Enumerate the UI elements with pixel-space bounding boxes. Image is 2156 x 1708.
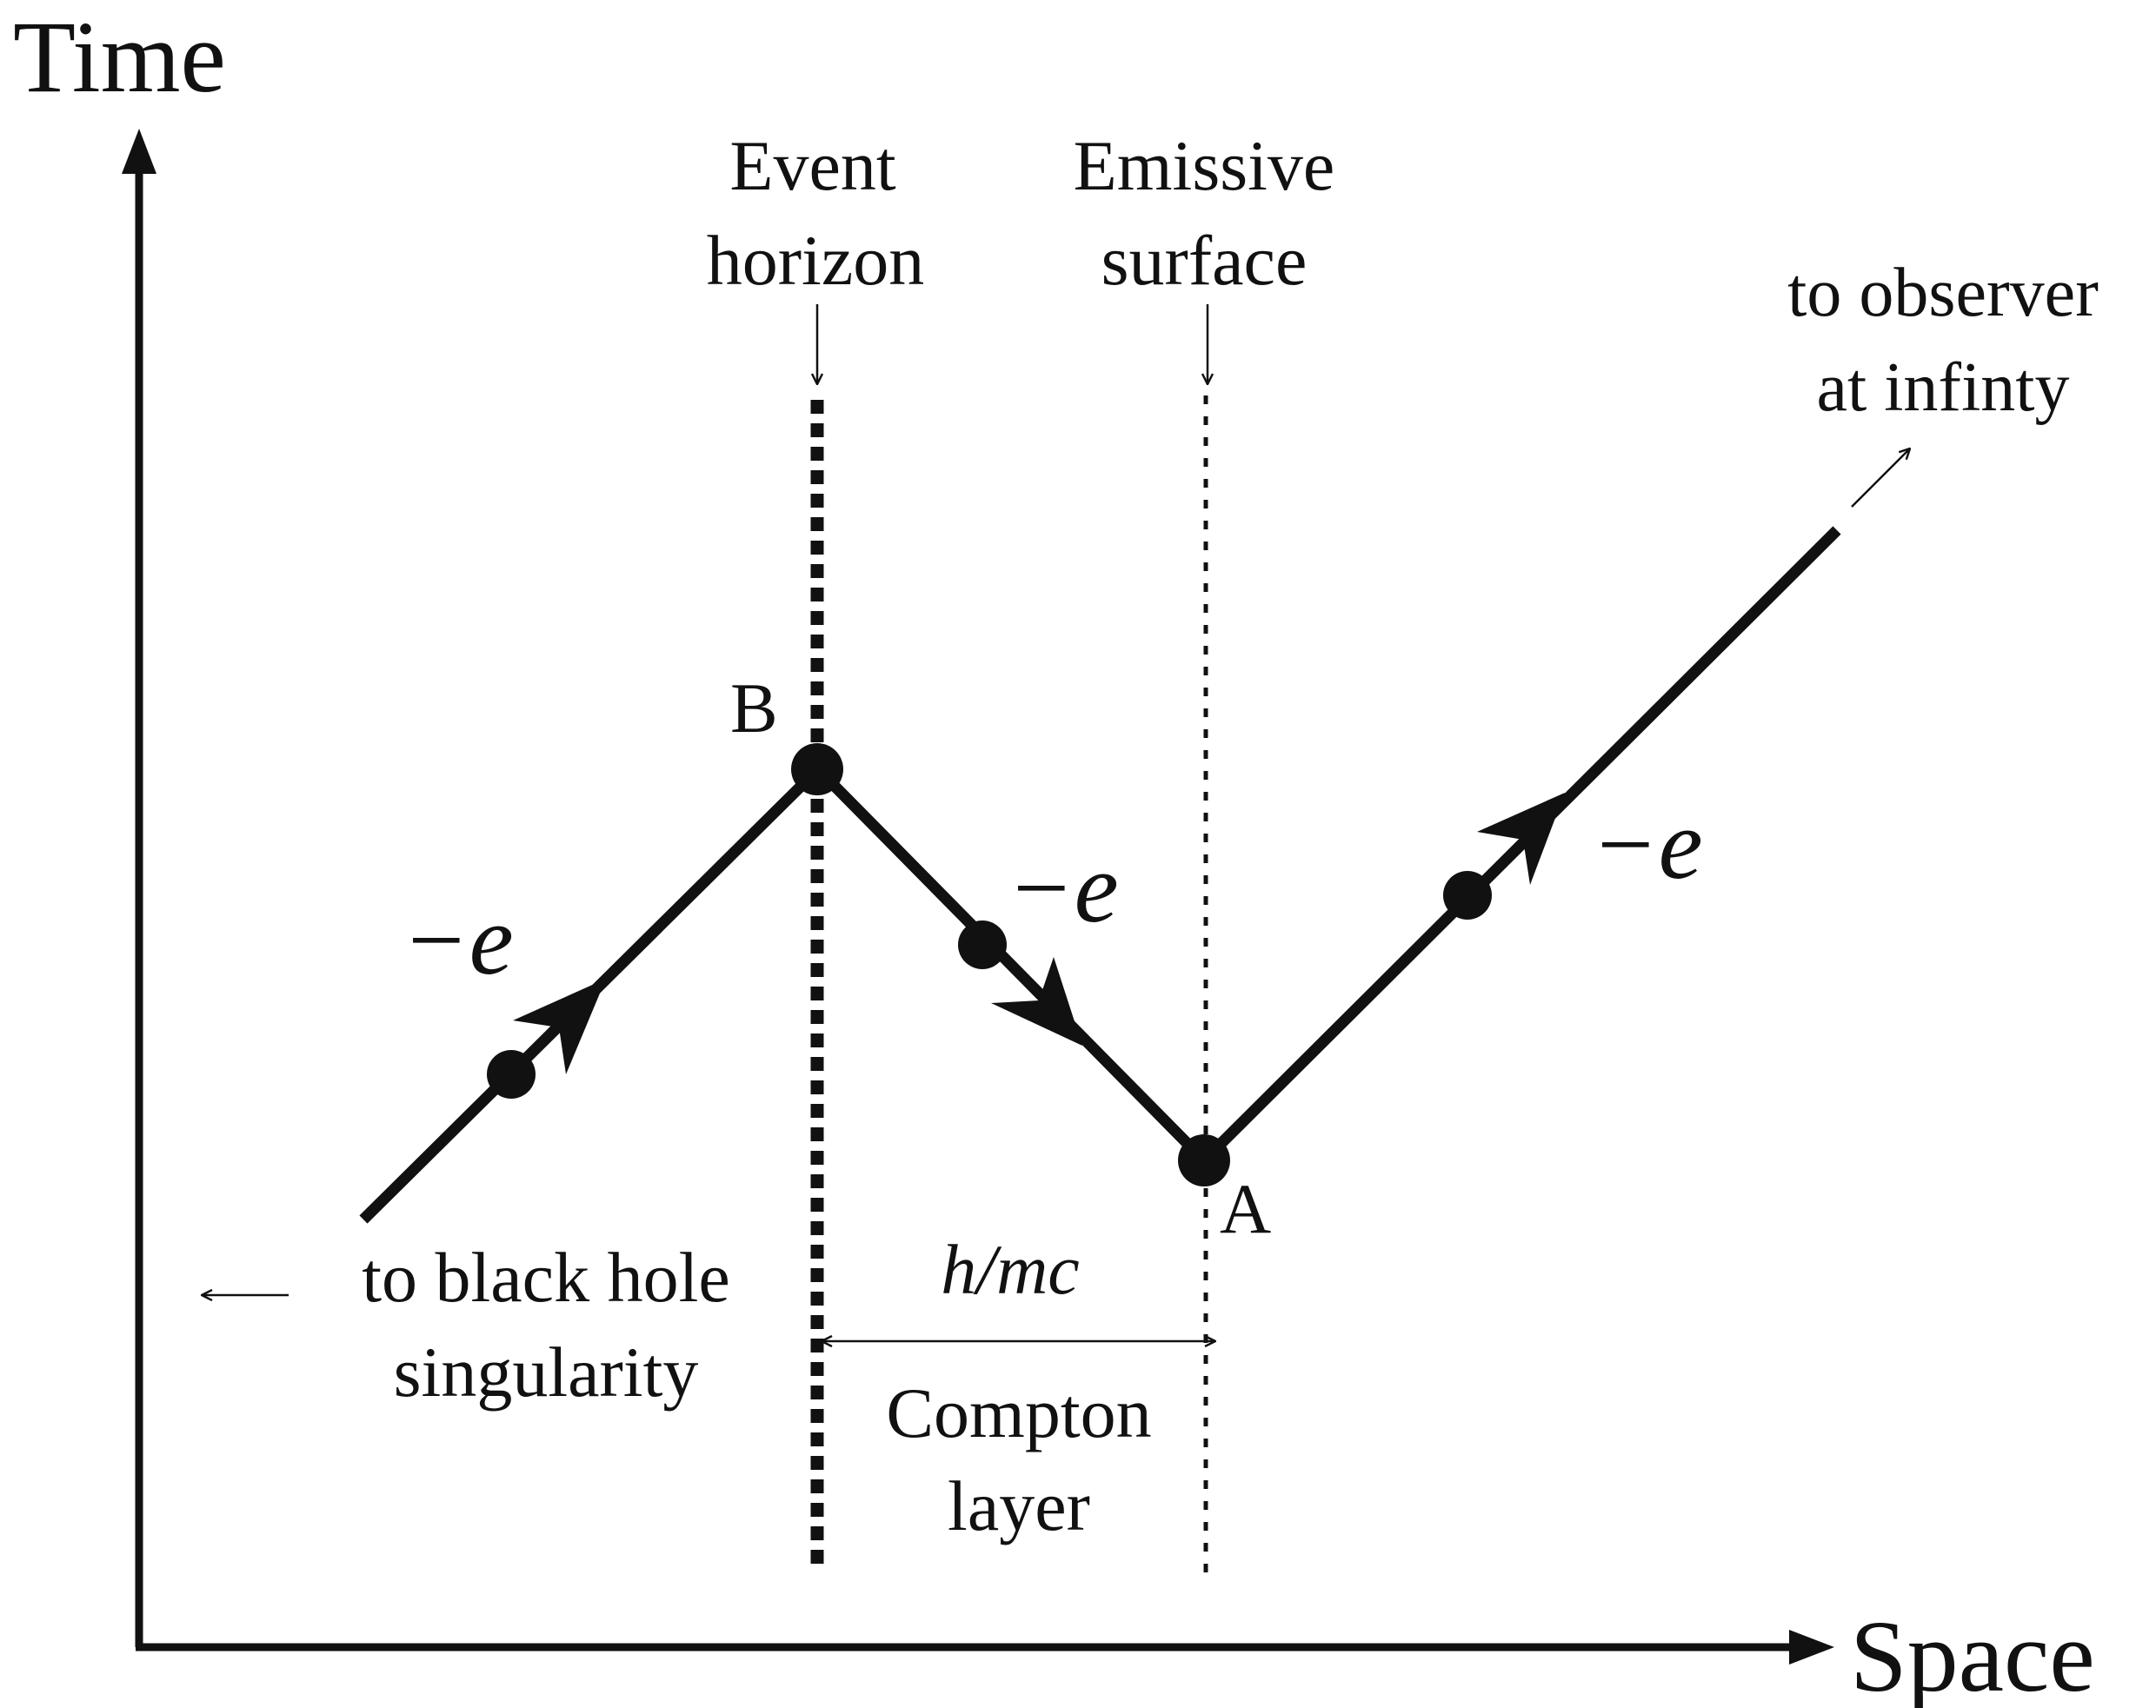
compton-layer: h/mc Compton layer — [822, 1230, 1215, 1545]
observer-note: to observer at infinty — [1787, 255, 2099, 508]
event-horizon-label-line1: Event — [729, 126, 895, 205]
worldline-arrow-middle — [991, 957, 1082, 1046]
event-a-label: A — [1220, 1169, 1271, 1248]
electron-dot-left — [487, 1050, 536, 1099]
worldline-arrow-left — [513, 979, 606, 1074]
space-axis-label: Space — [1850, 1599, 2095, 1708]
to-observer-line2: at infinty — [1816, 349, 2069, 426]
to-observer-line1: to observer — [1787, 255, 2099, 331]
event-horizon: Event horizon — [707, 126, 924, 1573]
event-b-label: B — [730, 668, 778, 748]
to-singularity-line2: singularity — [394, 1333, 699, 1412]
compton-layer-line1: Compton — [886, 1373, 1151, 1452]
event-b-point — [791, 743, 843, 795]
worldline-arrow-right — [1477, 793, 1565, 885]
event-horizon-label-line2: horizon — [707, 221, 924, 300]
compton-length-label: h/mc — [941, 1230, 1079, 1309]
emissive-surface-label-line2: surface — [1101, 221, 1308, 300]
to-observer-pointer — [1851, 449, 1910, 508]
to-singularity-line1: to black hole — [362, 1238, 730, 1317]
time-axis-label: Time — [13, 0, 226, 114]
emissive-surface-label-line1: Emissive — [1074, 126, 1335, 205]
axes: Time Space — [13, 0, 2095, 1708]
particle-label-left: −e — [402, 885, 514, 995]
particle-label-right: −e — [1591, 789, 1703, 900]
electron-worldline: B A −e −e −e — [359, 526, 1841, 1248]
singularity-note: to black hole singularity — [202, 1238, 730, 1412]
electron-dot-middle — [958, 920, 1007, 969]
compton-layer-line2: layer — [948, 1466, 1090, 1545]
event-a-point — [1178, 1134, 1230, 1186]
space-axis-arrowhead — [1789, 1630, 1834, 1665]
time-axis-arrowhead — [122, 129, 156, 174]
particle-label-middle: −e — [1007, 833, 1119, 943]
electron-dot-right — [1443, 871, 1492, 920]
emissive-surface: Emissive surface — [1074, 126, 1335, 1573]
